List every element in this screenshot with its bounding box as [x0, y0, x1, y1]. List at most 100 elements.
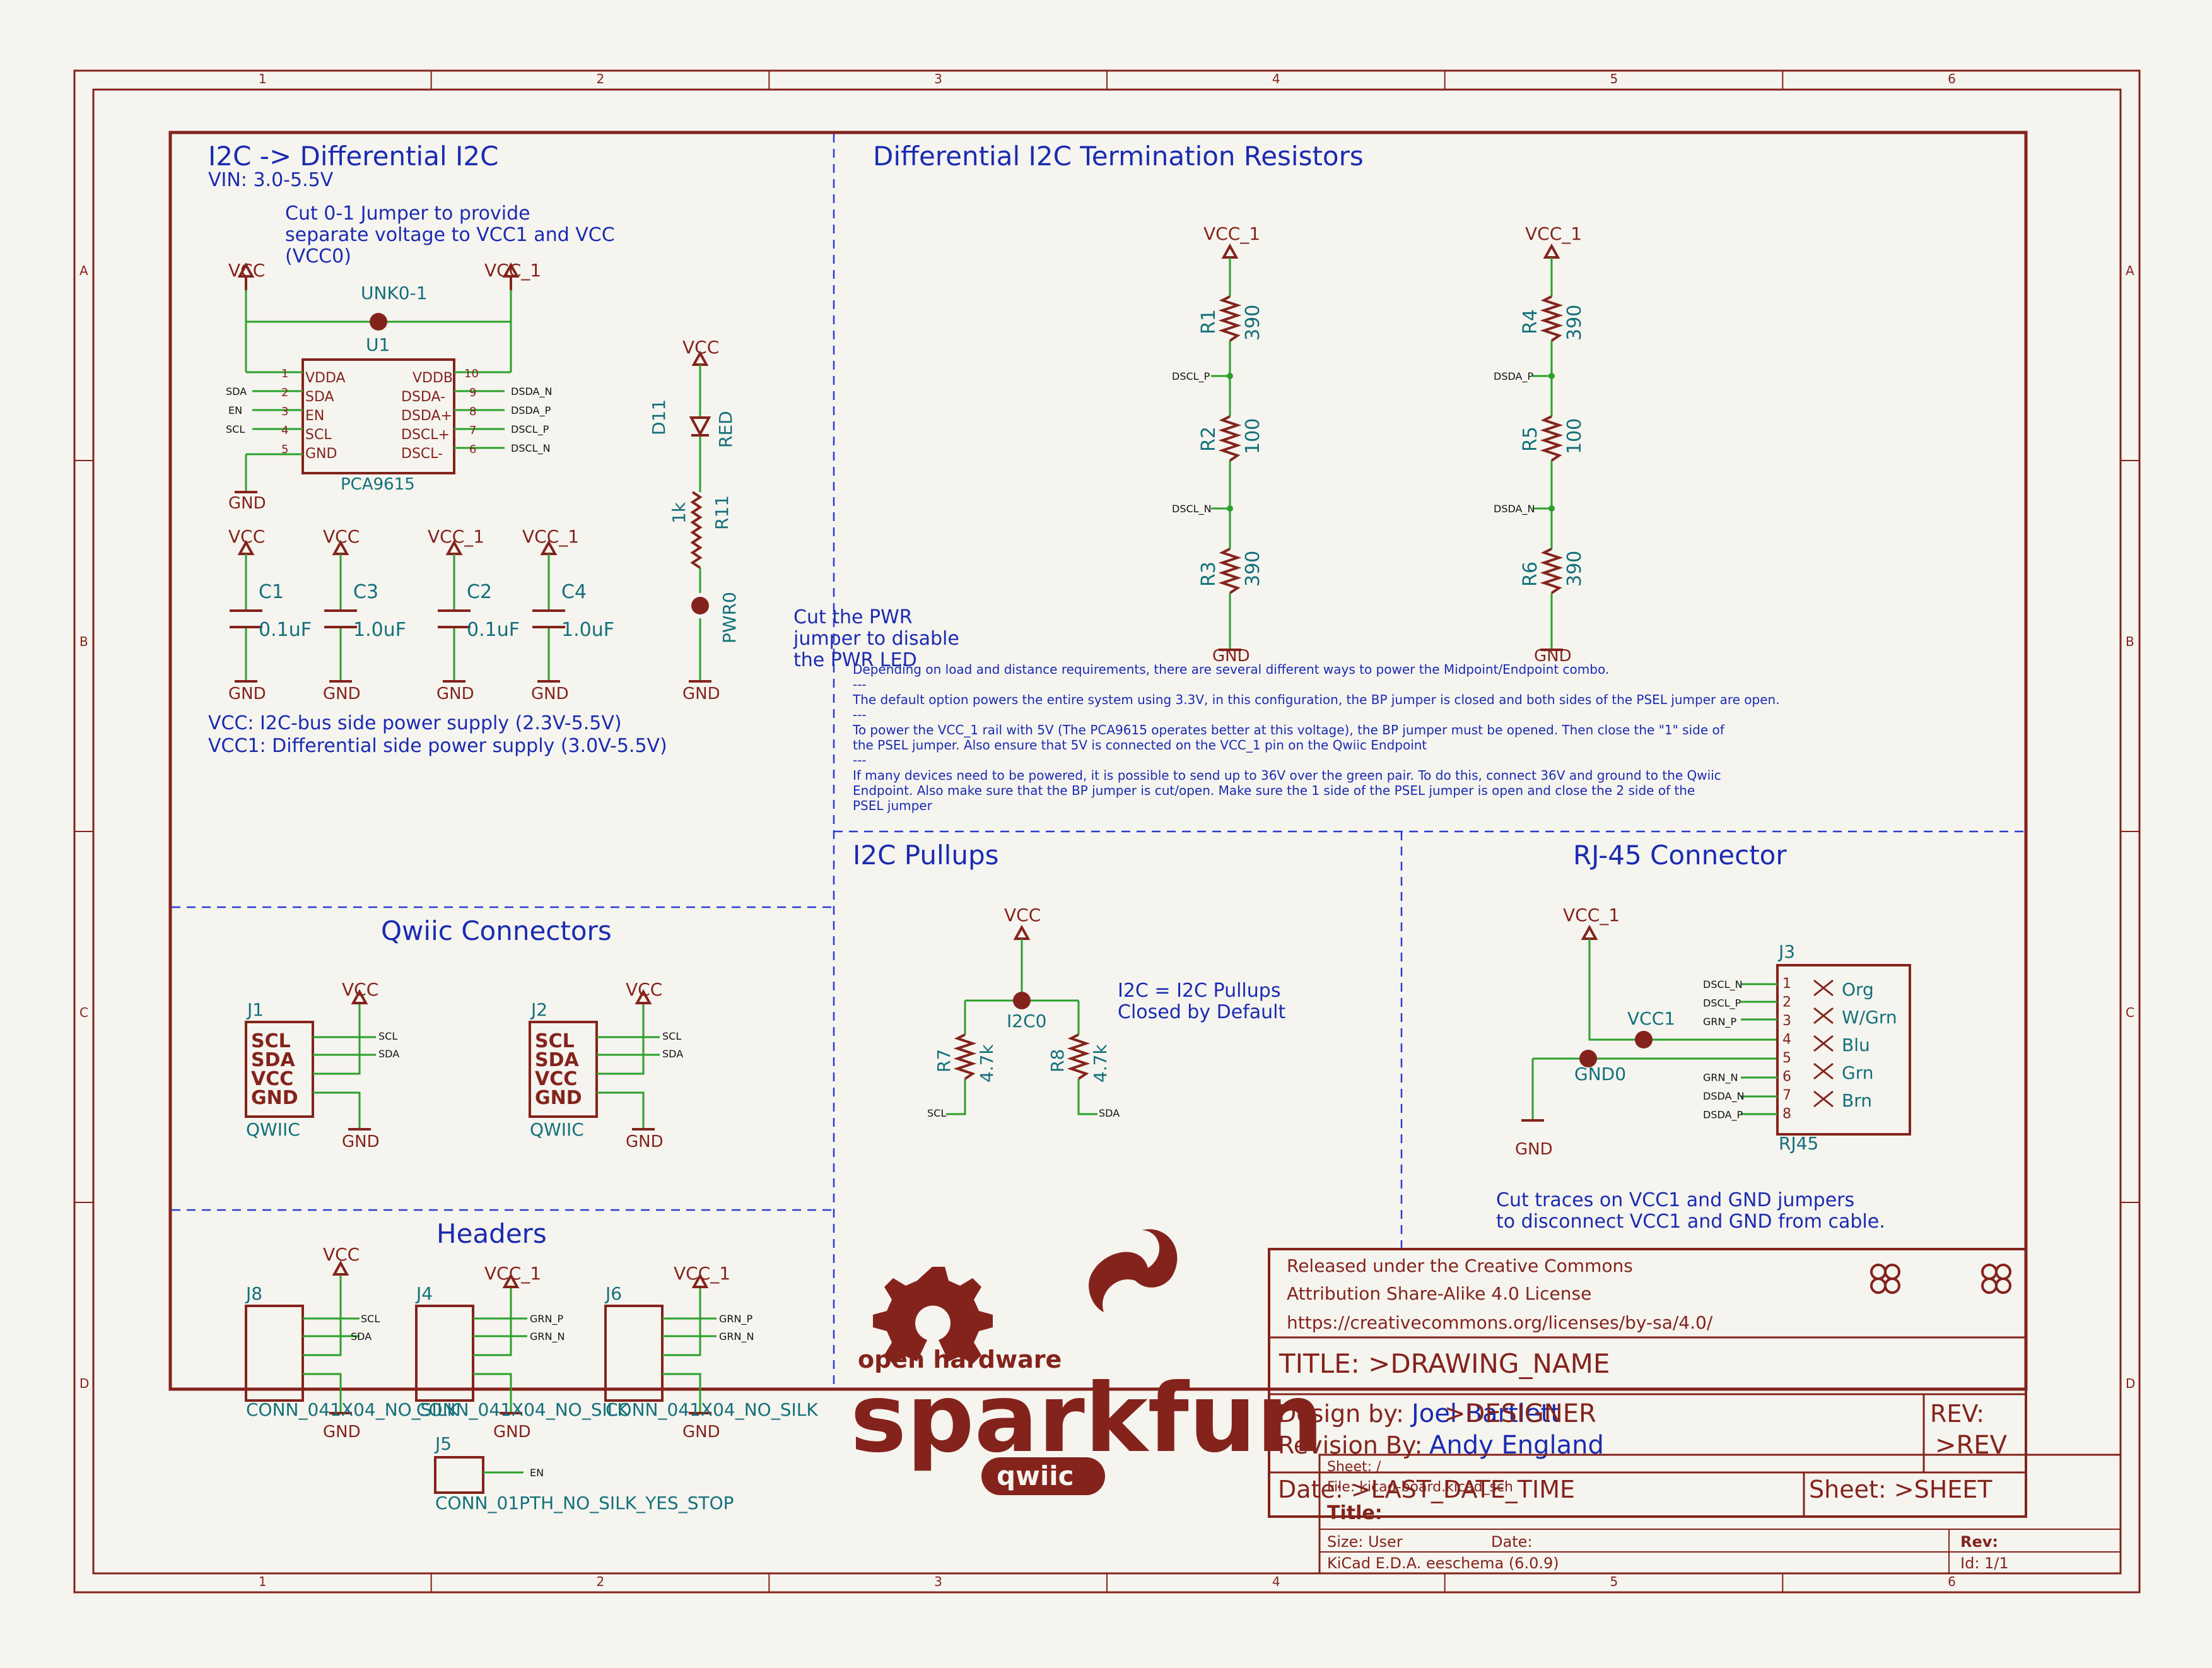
qwiic-j1: J1 SCL SDA VCC GND VCC GND SCL SDA QWIIC [245, 979, 399, 1151]
svg-text:J3: J3 [1777, 941, 1795, 962]
svg-text:SDA: SDA [378, 1048, 399, 1060]
svg-text:RED: RED [715, 411, 736, 448]
svg-text:>DESIGNER: >DESIGNER [1444, 1399, 1596, 1428]
cap-c1: VCC C1 0.1uF GND [228, 526, 312, 703]
svg-text:SCL: SCL [927, 1107, 946, 1119]
svg-text:C4: C4 [561, 581, 587, 603]
svg-text:DSCL-: DSCL- [401, 446, 443, 462]
svg-text:VCC: VCC [251, 1068, 293, 1090]
svg-text:PWR0: PWR0 [719, 592, 740, 643]
section-title-rj45: RJ-45 Connector [1573, 840, 1787, 871]
header-j4: J4 VCC_1 GND GRN_P GRN_N CONN_041X04_NO_… [415, 1263, 629, 1442]
svg-text:R4: R4 [1519, 309, 1542, 334]
svg-text:VCC_1: VCC_1 [674, 1263, 730, 1284]
frame-row-label: C [79, 1005, 88, 1020]
svg-text:GND: GND [228, 684, 266, 703]
svg-text:Sheet: /: Sheet: / [1327, 1459, 1381, 1475]
svg-text:GND: GND [626, 1132, 664, 1151]
header-j8: J8 VCC GND SCL SDA CONN_041X04_NO_SILK [245, 1244, 459, 1442]
frame-column-label: 3 [934, 1574, 942, 1589]
rj45-pin-number: 2 [1782, 995, 1791, 1011]
svg-text:VCC: VCC [323, 526, 360, 547]
frame-column-label: 3 [934, 71, 942, 86]
svg-text:1.0uF: 1.0uF [353, 619, 406, 641]
svg-text:EN: EN [228, 404, 242, 416]
svg-text:KiCad E.D.A. eeschema (6.0.9): KiCad E.D.A. eeschema (6.0.9) [1327, 1554, 1559, 1572]
sparkfun-logo: sparkfun qwiic [850, 1229, 1323, 1495]
svg-text:9: 9 [469, 386, 476, 399]
rj45-net-label: DSDA_P [1703, 1109, 1743, 1122]
svg-text:390: 390 [1242, 305, 1264, 341]
cc-icon [1870, 1264, 1900, 1294]
rj45-wire-color-label: Brn [1842, 1090, 1872, 1111]
cap-c3: VCC C3 1.0uF GND [323, 526, 406, 703]
supply-note-2: VCC1: Differential side power supply (3.… [208, 735, 667, 757]
svg-text:SCL: SCL [378, 1030, 397, 1042]
qwiic-j2: J2 SCL SDA VCC GND VCC GND SCL SDA QWIIC [529, 979, 683, 1151]
svg-text:GND: GND [682, 1423, 720, 1442]
termination-chain-dsda: VCC_1 DSDA_P DSDA_N R4 390 R5 100 R6 390… [1494, 223, 1586, 666]
svg-text:J8: J8 [245, 1283, 262, 1304]
svg-text:PSEL jumper: PSEL jumper [853, 798, 933, 813]
svg-text:J6: J6 [604, 1283, 622, 1304]
svg-text:GND: GND [342, 1132, 380, 1151]
svg-text:VCC_1: VCC_1 [1203, 223, 1260, 244]
svg-text:GND: GND [251, 1087, 298, 1109]
svg-text:SCL: SCL [535, 1030, 575, 1052]
svg-text:---: --- [853, 707, 867, 722]
frame-row-label: B [2126, 634, 2134, 649]
frame-column-label: 2 [597, 71, 605, 86]
svg-text:VCC: VCC [228, 260, 265, 281]
svg-text:7: 7 [469, 424, 476, 437]
pwr-note-1: Cut the PWR [793, 606, 913, 628]
rj45-wire-color-label: W/Grn [1842, 1007, 1897, 1028]
frame-column-label: 1 [259, 71, 267, 86]
rj45-net-label: DSDA_N [1703, 1090, 1744, 1103]
svg-text:1: 1 [281, 367, 288, 380]
svg-text:UNK0-1: UNK0-1 [361, 283, 428, 303]
svg-text:VCC: VCC [626, 979, 662, 1000]
svg-text:U1: U1 [366, 334, 390, 355]
svg-text:GRN_N: GRN_N [719, 1330, 754, 1343]
svg-text:qwiic: qwiic [997, 1460, 1074, 1491]
svg-text:VCC_1: VCC_1 [484, 1263, 541, 1284]
svg-text:GND: GND [305, 446, 337, 462]
svg-text:R11: R11 [711, 495, 732, 530]
svg-text:GND: GND [682, 684, 720, 703]
svg-text:100: 100 [1242, 418, 1264, 454]
svg-text:3: 3 [281, 405, 288, 418]
cap-c4: VCC_1 C4 1.0uF GND [522, 526, 614, 703]
svg-text:VCC_1: VCC_1 [1563, 905, 1620, 925]
svg-text:REV:: REV: [1930, 1400, 1984, 1428]
svg-text:4: 4 [281, 424, 288, 437]
power-paragraph: Depending on load and distance requireme… [852, 662, 1780, 813]
svg-text:---: --- [853, 753, 867, 768]
svg-text:Title:: Title: [1327, 1502, 1383, 1524]
svg-text:R3: R3 [1198, 561, 1220, 587]
svg-text:4.7k: 4.7k [976, 1043, 997, 1083]
section-title-term: Differential I2C Termination Resistors [873, 141, 1364, 172]
svg-text:SDA: SDA [305, 389, 334, 405]
svg-text:GND: GND [531, 684, 569, 703]
svg-text:GRN_P: GRN_P [530, 1313, 563, 1325]
frame-column-label: 5 [1610, 71, 1618, 86]
svg-text:DSDA_P: DSDA_P [511, 404, 551, 417]
vin-note: VIN: 3.0-5.5V [208, 169, 334, 191]
svg-text:GND: GND [1534, 647, 1572, 666]
svg-text:VCC_1: VCC_1 [1525, 223, 1582, 244]
svg-text:4.7k: 4.7k [1090, 1043, 1111, 1083]
svg-text:2: 2 [281, 386, 288, 399]
svg-text:6: 6 [469, 443, 476, 456]
rj45-pin-number: 8 [1782, 1107, 1791, 1122]
svg-text:sparkfun: sparkfun [850, 1364, 1323, 1474]
svg-text:J1: J1 [246, 999, 264, 1020]
svg-text:R5: R5 [1519, 426, 1542, 452]
svg-text:VCC_1: VCC_1 [522, 526, 579, 547]
cap-c2: VCC_1 C2 0.1uF GND [428, 526, 520, 703]
drawing-frame [168, 131, 2028, 1391]
frame-row-label: C [2126, 1005, 2134, 1020]
rj45-pin-number: 7 [1782, 1088, 1791, 1103]
svg-text:PCA9615: PCA9615 [341, 475, 415, 494]
